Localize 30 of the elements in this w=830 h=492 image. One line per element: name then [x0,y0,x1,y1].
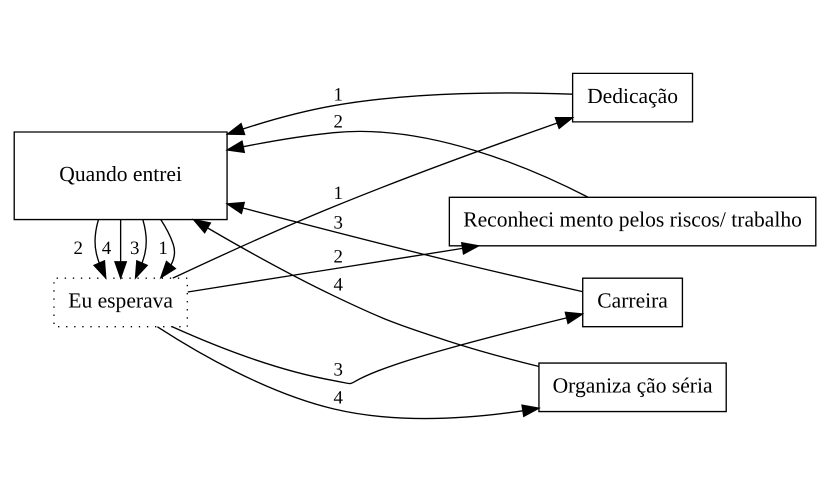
edge-label: 4 [333,388,343,409]
arrow [172,117,574,279]
arrow [226,92,573,136]
arrow [134,220,148,280]
edge-label: 3 [333,212,343,234]
arrow [160,219,176,280]
edge-label: 2 [333,246,343,268]
arrow [157,326,541,420]
edge-label: 4 [333,274,343,296]
node-box: Eu esperava [53,278,188,328]
arrow [188,242,481,293]
arrow [92,220,107,280]
node-box: Quando entrei [14,131,228,220]
edge-label: 3 [333,359,343,380]
node-box: Organiza ção séria [538,362,727,412]
arrow [225,202,583,292]
arrow [114,220,128,280]
edge-label: 4 [102,238,112,259]
edge-label: 1 [333,182,343,204]
arrow [172,312,584,384]
edge-label: 1 [158,238,168,259]
edge-label: 3 [130,238,140,259]
edge-label: 1 [333,84,343,106]
arrow [192,218,539,368]
node-box: Reconheci mento pelos riscos/ trabalho [448,196,816,246]
edge-label: 2 [333,112,343,133]
node-box: Carreira [582,278,684,328]
edge-label: 2 [73,238,83,259]
arrow [225,130,588,198]
node-box: Dedicação [572,72,694,123]
